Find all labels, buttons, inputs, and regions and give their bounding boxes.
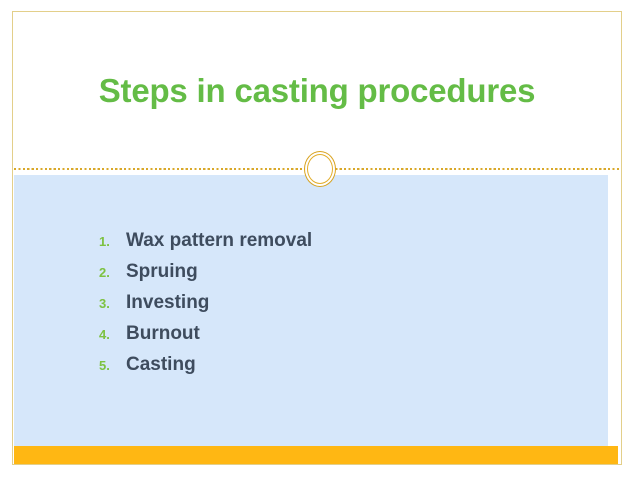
ring-inner-circle — [307, 154, 333, 184]
list-item: 5. Casting — [99, 354, 312, 384]
list-item-label: Investing — [126, 292, 210, 313]
list-item: 2. Spruing — [99, 261, 312, 291]
page-title: Steps in casting procedures — [98, 71, 536, 109]
ring-outer-circle — [304, 151, 336, 187]
list-item: 4. Burnout — [99, 323, 312, 353]
bottom-accent-bar — [14, 446, 618, 464]
list-item-number: 1. — [99, 234, 110, 249]
list-item-number: 3. — [99, 296, 110, 311]
list-item: 3. Investing — [99, 292, 312, 322]
gold-ring-icon — [302, 150, 338, 188]
list-item-number: 4. — [99, 327, 110, 342]
slide-title-zone: Steps in casting procedures — [13, 12, 621, 169]
slide-content-panel: 1. Wax pattern removal 2. Spruing 3. Inv… — [14, 175, 608, 446]
list-item: 1. Wax pattern removal — [99, 230, 312, 260]
list-item-label: Wax pattern removal — [126, 230, 313, 251]
list-item-number: 5. — [99, 358, 110, 373]
list-item-number: 2. — [99, 265, 110, 280]
steps-list: 1. Wax pattern removal 2. Spruing 3. Inv… — [99, 230, 312, 385]
list-item-label: Casting — [126, 354, 196, 375]
list-item-label: Burnout — [126, 323, 200, 344]
list-item-label: Spruing — [126, 261, 198, 282]
